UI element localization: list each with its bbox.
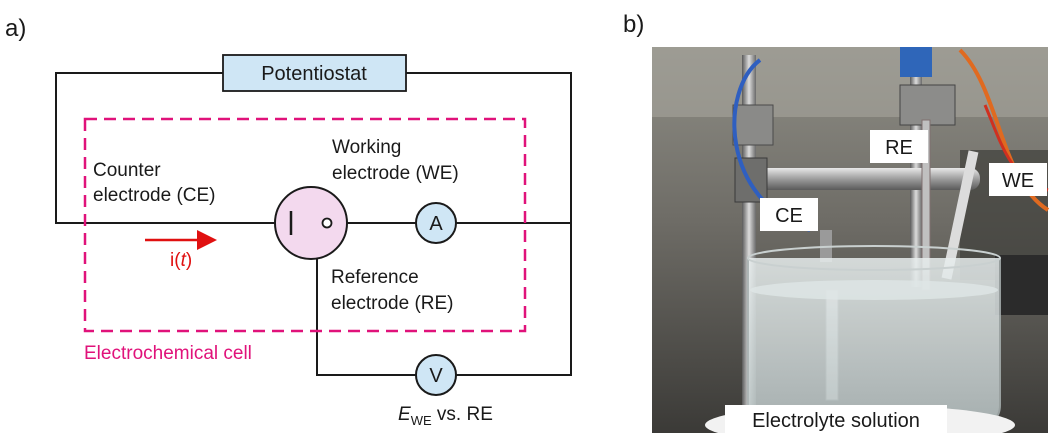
circuit-diagram: a) Potentiostat Electrochemical cell A V… (5, 15, 572, 428)
re-tag: RE (885, 137, 913, 159)
setup-photo-panel: b) (623, 11, 1050, 433)
we-tag-box (989, 163, 1047, 196)
working-electrode-label-2: electrode (WE) (332, 163, 459, 184)
panel-a-label: a) (5, 15, 26, 42)
electrochemical-cell-label: Electrochemical cell (84, 343, 252, 364)
electrochemical-cell-border (83, 117, 527, 333)
potentiostat-label: Potentiostat (261, 63, 367, 85)
ammeter (415, 202, 457, 244)
voltmeter-label: V (429, 365, 443, 387)
we-tag: WE (1002, 170, 1034, 192)
cell-circle (274, 186, 348, 260)
re-tag-box (870, 130, 928, 163)
potential-label: EWE vs. RE (398, 404, 493, 428)
reference-electrode-label-1: Reference (331, 267, 419, 288)
panel-b-label: b) (623, 11, 644, 38)
counter-electrode-label-2: electrode (CE) (93, 185, 216, 206)
reference-electrode-label-2: electrode (RE) (331, 293, 454, 314)
counter-electrode-label-1: Counter (93, 160, 161, 181)
current-label: i(t) (170, 250, 192, 271)
working-electrode-dot (321, 217, 333, 229)
potentiostat-box (222, 54, 407, 92)
electrolyte-tag-box (725, 405, 947, 433)
voltmeter (415, 354, 457, 396)
setup-photo (652, 47, 1050, 433)
electrolyte-tag: Electrolyte solution (752, 410, 920, 432)
ce-tag-box (760, 198, 818, 231)
ce-tag: CE (775, 205, 803, 227)
working-electrode-label-1: Working (332, 137, 401, 158)
ammeter-label: A (429, 213, 443, 235)
